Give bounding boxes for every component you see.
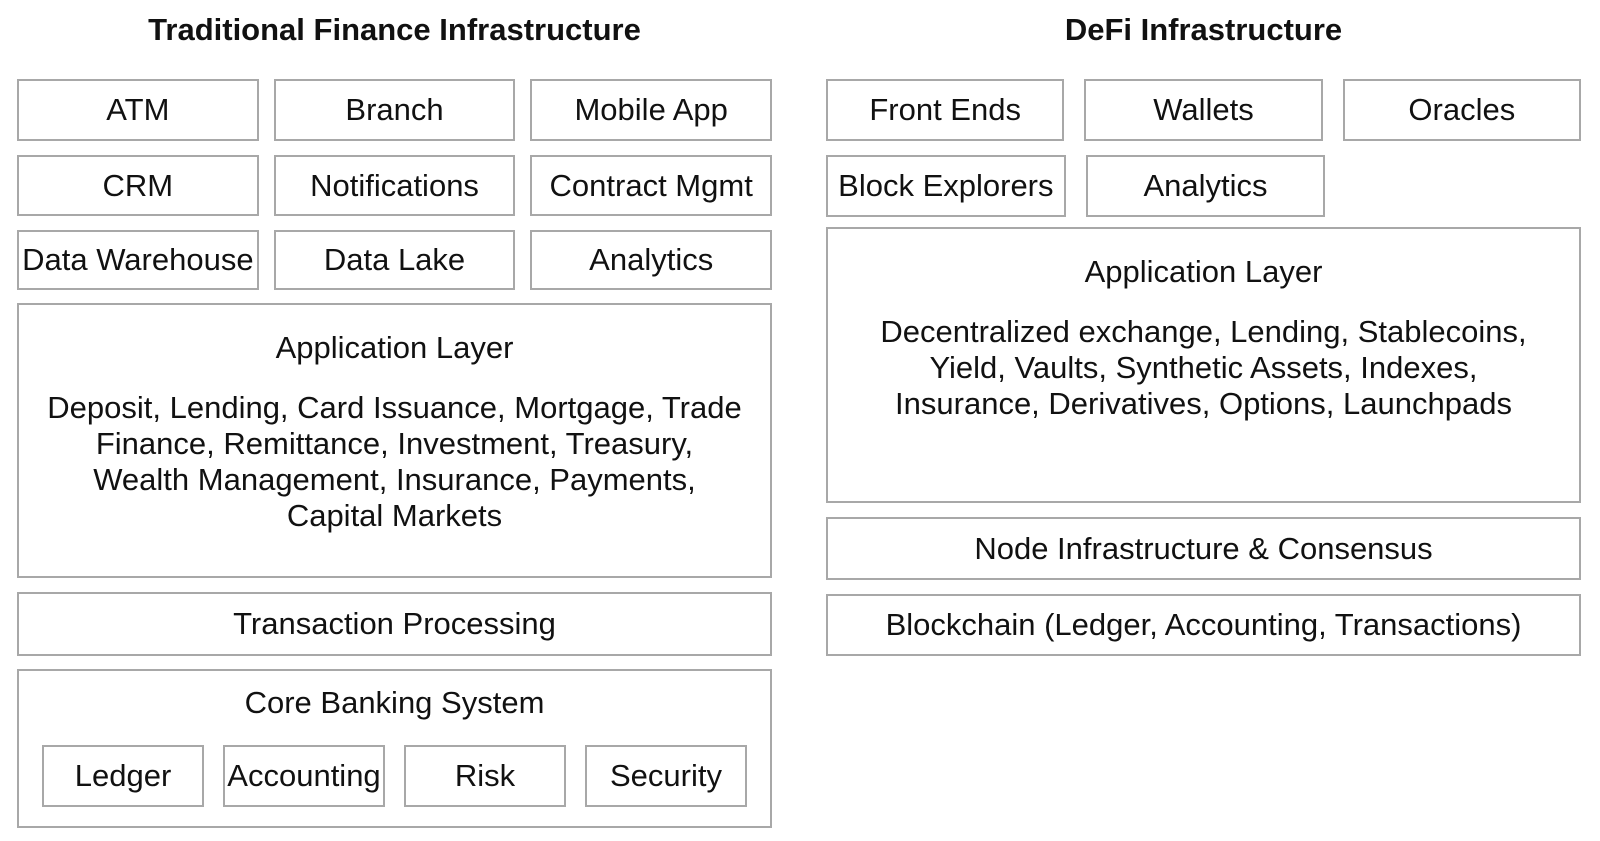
- node-infrastructure-box: Node Infrastructure & Consensus: [826, 517, 1581, 580]
- block-explorers-box: Block Explorers: [826, 155, 1066, 217]
- tradfi-application-layer-heading: Application Layer: [275, 330, 514, 365]
- data-lake-box: Data Lake: [273, 230, 516, 290]
- tradfi-application-layer-box: Application Layer Deposit, Lending, Card…: [17, 303, 772, 578]
- mobile-app-box: Mobile App: [530, 79, 773, 141]
- tradfi-application-layer-body: Deposit, Lending, Card Issuance, Mortgag…: [47, 390, 742, 533]
- tradfi-column: Traditional Finance Infrastructure ATM B…: [17, 0, 773, 841]
- tradfi-column-title: Traditional Finance Infrastructure: [148, 12, 641, 47]
- front-ends-box: Front Ends: [826, 79, 1065, 141]
- core-banking-heading: Core Banking System: [244, 685, 545, 720]
- blockchain-box: Blockchain (Ledger, Accounting, Transact…: [826, 594, 1581, 656]
- crm-box: CRM: [17, 155, 259, 216]
- defi-access-row: Front Ends Wallets Oracles: [826, 79, 1581, 141]
- security-box: Security: [585, 745, 747, 807]
- defi-column-title: DeFi Infrastructure: [1064, 12, 1343, 47]
- defi-application-layer-heading: Application Layer: [1084, 254, 1323, 289]
- tradfi-channels-row: ATM Branch Mobile App: [17, 79, 773, 141]
- ledger-box: Ledger: [42, 745, 204, 807]
- notifications-box: Notifications: [273, 155, 516, 216]
- wallets-box: Wallets: [1084, 79, 1323, 141]
- tradfi-analytics-box: Analytics: [530, 230, 773, 290]
- defi-application-layer-box: Application Layer Decentralized exchange…: [826, 227, 1581, 503]
- risk-box: Risk: [404, 745, 566, 807]
- defi-column: DeFi Infrastructure Front Ends Wallets O…: [826, 0, 1581, 841]
- tradfi-services-row: CRM Notifications Contract Mgmt: [17, 155, 773, 216]
- atm-box: ATM: [17, 79, 259, 141]
- tradfi-data-row: Data Warehouse Data Lake Analytics: [17, 230, 773, 290]
- data-warehouse-box: Data Warehouse: [17, 230, 259, 290]
- oracles-box: Oracles: [1342, 79, 1581, 141]
- defi-analytics-box: Analytics: [1085, 155, 1326, 217]
- accounting-box: Accounting: [223, 745, 385, 807]
- branch-box: Branch: [273, 79, 516, 141]
- contract-mgmt-box: Contract Mgmt: [530, 155, 773, 216]
- defi-application-layer-body: Decentralized exchange, Lending, Stablec…: [880, 314, 1527, 421]
- defi-tools-row: Block Explorers Analytics: [826, 155, 1581, 217]
- defi-tools-row-spacer: [1345, 155, 1581, 217]
- core-banking-modules-row: Ledger Accounting Risk Security: [42, 745, 747, 807]
- transaction-processing-box: Transaction Processing: [17, 592, 772, 656]
- core-banking-system-box: Core Banking System Ledger Accounting Ri…: [17, 669, 772, 828]
